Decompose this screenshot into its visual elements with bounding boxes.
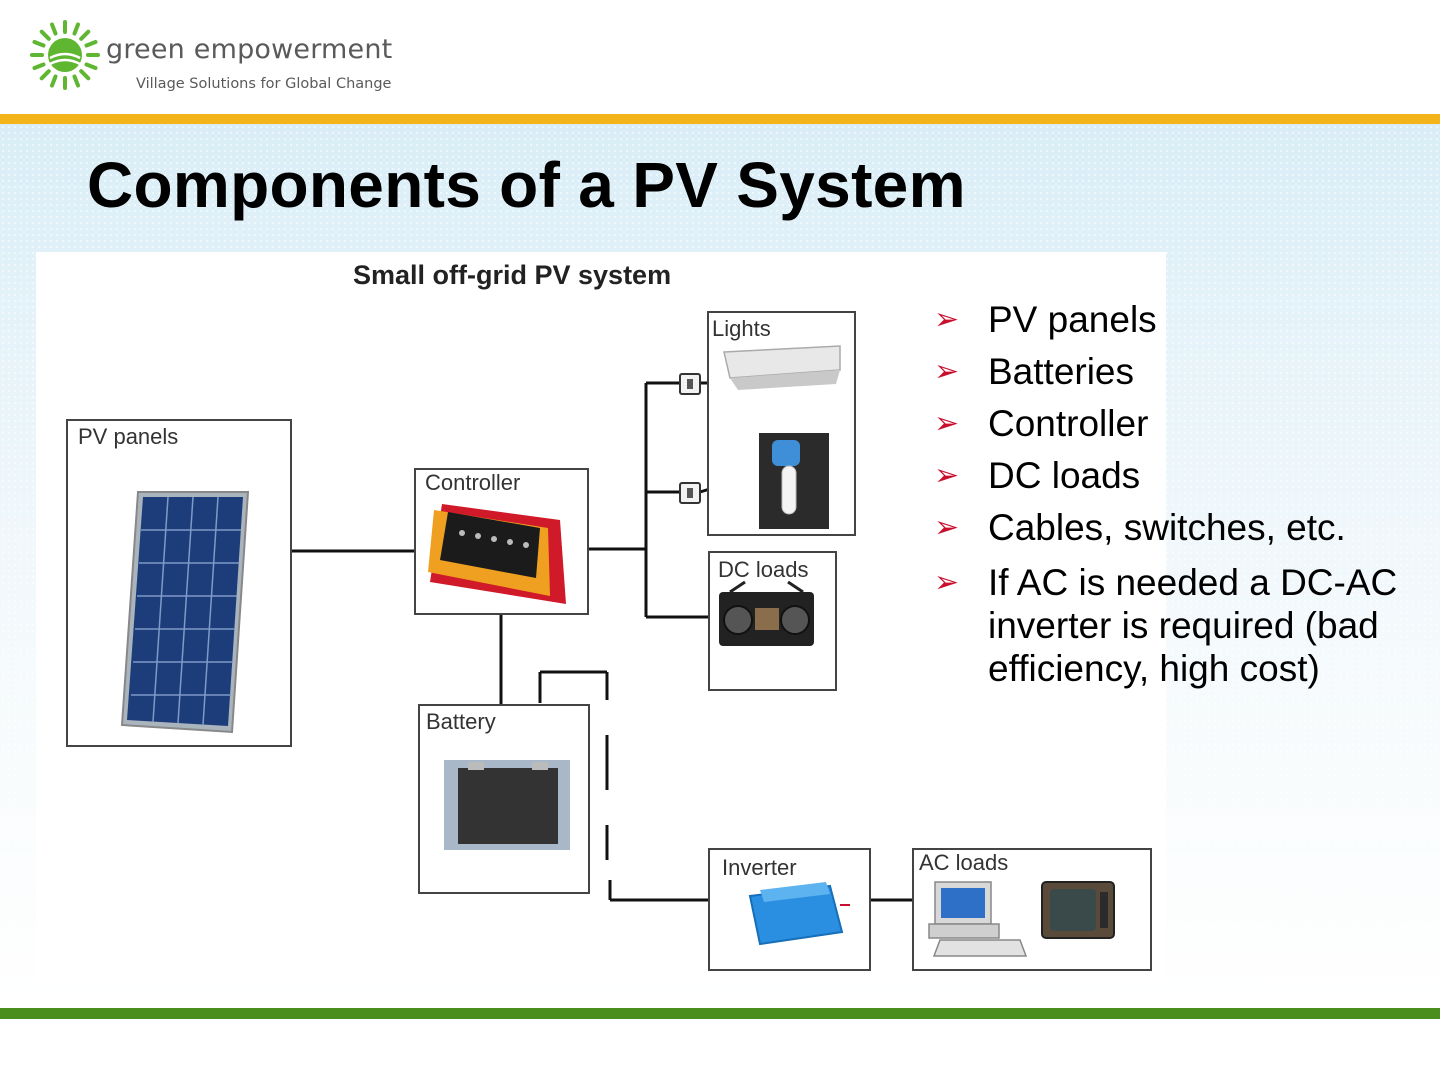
arrow-bullet-icon: ➢ bbox=[934, 566, 960, 599]
bullet-item: ➢Controller bbox=[934, 403, 1149, 444]
arrow-bullet-icon: ➢ bbox=[934, 355, 960, 388]
bullet-item: ➢DC loads bbox=[934, 455, 1141, 496]
label-pv-panels: PV panels bbox=[78, 424, 179, 449]
battery-icon bbox=[444, 760, 570, 850]
label-controller: Controller bbox=[425, 470, 521, 495]
logo-tagline: Village Solutions for Global Change bbox=[136, 76, 392, 92]
logo-name: green empowerment bbox=[106, 34, 393, 65]
computer-icon bbox=[928, 881, 1028, 957]
switch-icon bbox=[679, 373, 701, 504]
arrow-bullet-icon: ➢ bbox=[934, 511, 960, 544]
radio-icon bbox=[719, 580, 814, 646]
charge-controller-icon bbox=[428, 504, 566, 604]
label-lights: Lights bbox=[712, 316, 771, 341]
television-icon bbox=[1041, 881, 1115, 939]
arrow-bullet-icon: ➢ bbox=[934, 459, 960, 492]
solar-panel-icon bbox=[120, 491, 250, 734]
diagram-title: Small off-grid PV system bbox=[353, 260, 672, 290]
bullet-item: ➢Cables, switches, etc. bbox=[934, 507, 1346, 548]
footer bbox=[0, 1019, 1440, 1080]
inverter-icon bbox=[748, 882, 850, 946]
footer-accent-bar bbox=[0, 1008, 1440, 1019]
label-ac-loads: AC loads bbox=[919, 850, 1009, 875]
label-dc-loads: DC loads bbox=[718, 557, 809, 582]
bullet-item: ➢Batteries bbox=[934, 351, 1135, 392]
bullet-item: ➢If AC is needed a DC-AC inverter is req… bbox=[934, 562, 1398, 689]
bullet-item: ➢PV panels bbox=[934, 299, 1157, 340]
fluorescent-light-icon bbox=[723, 345, 841, 390]
bullet-list: ➢PV panels ➢Batteries ➢Controller ➢DC lo… bbox=[934, 298, 1404, 690]
header: green empowerment Village Solutions for … bbox=[0, 0, 1440, 114]
arrow-bullet-icon: ➢ bbox=[934, 407, 960, 440]
light-bulb-icon bbox=[759, 433, 829, 529]
label-battery: Battery bbox=[426, 709, 496, 734]
slide-title: Components of a PV System bbox=[87, 149, 966, 221]
arrow-bullet-icon: ➢ bbox=[934, 303, 960, 336]
header-accent-bar bbox=[0, 114, 1440, 124]
label-inverter: Inverter bbox=[722, 855, 797, 880]
sun-logo-icon bbox=[30, 20, 100, 90]
